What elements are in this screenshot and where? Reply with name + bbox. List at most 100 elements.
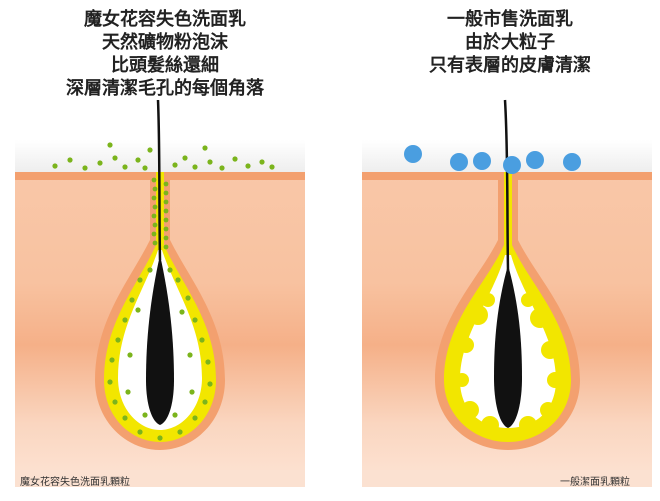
- sebum-blob: [481, 293, 495, 307]
- fine-particle: [147, 267, 153, 273]
- fine-particle: [202, 399, 208, 405]
- fine-particle: [163, 226, 169, 232]
- fine-particle: [147, 147, 153, 153]
- fine-particle: [179, 309, 185, 315]
- fine-particle: [157, 435, 163, 441]
- fine-particle: [163, 244, 169, 250]
- fine-particle: [185, 295, 191, 301]
- fine-particle: [192, 317, 198, 323]
- fine-particle: [175, 277, 181, 283]
- fine-particle: [151, 213, 157, 219]
- fine-particle: [112, 399, 118, 405]
- left-caption: 魔女花容失色洗面乳 天然礦物粉泡沫 比頭髮絲還細 深層清潔毛孔的每個角落: [20, 8, 310, 100]
- fine-particle: [182, 155, 188, 161]
- fine-particle: [122, 415, 128, 421]
- fine-particle: [122, 317, 128, 323]
- coarse-particles: [404, 145, 581, 174]
- fine-particle: [151, 177, 157, 183]
- left-skin-bottom-band: [15, 470, 305, 487]
- right-hair-root: [494, 265, 522, 428]
- right-skin-bottom-band: [362, 470, 652, 487]
- fine-particle: [137, 277, 143, 283]
- fine-particle: [82, 165, 88, 171]
- fine-particle: [163, 181, 169, 187]
- fine-particle: [163, 217, 169, 223]
- right-caption: 一般市售洗面乳 由於大粒子 只有表層的皮膚清潔: [365, 8, 655, 77]
- fine-particle: [97, 160, 103, 166]
- fine-particle: [189, 389, 195, 395]
- coarse-particle: [563, 153, 581, 171]
- sebum-blob: [455, 373, 469, 387]
- fine-particle: [163, 208, 169, 214]
- coarse-particle: [526, 151, 544, 169]
- fine-particle: [67, 157, 73, 163]
- sebum-blob: [540, 402, 556, 418]
- right-caption-line: 由於大粒子: [465, 32, 555, 53]
- fine-particle: [115, 337, 121, 343]
- fine-particle: [129, 297, 135, 303]
- fine-particle: [245, 163, 251, 169]
- fine-particle: [172, 412, 178, 418]
- fine-particle: [199, 337, 205, 343]
- sebum-blob: [481, 416, 499, 434]
- fine-particle: [152, 222, 158, 228]
- fine-particle: [259, 159, 265, 165]
- left-skin-panel: [15, 99, 305, 487]
- fine-particle: [151, 231, 157, 237]
- fine-particle: [52, 163, 58, 169]
- left-caption-line: 比頭髮絲還細: [111, 55, 219, 76]
- fine-particle: [207, 159, 213, 165]
- right-skin-panel: [362, 99, 652, 487]
- fine-particle: [269, 164, 275, 170]
- remaining-sebum: [455, 293, 563, 434]
- fine-particle: [135, 307, 141, 313]
- fine-particle: [151, 195, 157, 201]
- fine-particle: [152, 240, 158, 246]
- fine-particle: [163, 199, 169, 205]
- fine-particle: [109, 357, 115, 363]
- sebum-blob: [468, 305, 488, 325]
- left-caption-line: 深層清潔毛孔的每個角落: [66, 78, 264, 99]
- left-caption-line: 天然礦物粉泡沫: [102, 32, 228, 53]
- fine-particle: [142, 412, 148, 418]
- fine-particle: [187, 352, 193, 358]
- fine-particle: [112, 155, 118, 161]
- fine-particle: [152, 186, 158, 192]
- left-particle-label: 魔女花容失色洗面乳顆粒: [20, 477, 130, 488]
- sebum-blob: [458, 337, 474, 353]
- fine-particle: [167, 267, 173, 273]
- fine-particle: [135, 157, 141, 163]
- left-hair-shaft: [156, 99, 162, 261]
- coarse-particle: [450, 153, 468, 171]
- right-particle-label: 一般潔面乳顆粒: [560, 477, 630, 488]
- right-hair-shaft: [503, 99, 510, 271]
- fine-particle: [125, 389, 131, 395]
- fine-particle: [127, 352, 133, 358]
- sebum-blob: [541, 341, 559, 359]
- right-caption-line: 只有表層的皮膚清潔: [429, 55, 591, 76]
- coarse-particle: [473, 152, 491, 170]
- sebum-blob: [519, 416, 537, 434]
- sebum-blob: [530, 308, 550, 328]
- right-caption-line: 一般市售洗面乳: [447, 9, 573, 30]
- fine-particle: [205, 359, 211, 365]
- fine-particle: [192, 164, 198, 170]
- sebum-blob: [521, 293, 535, 307]
- coarse-particle: [503, 156, 521, 174]
- left-caption-line: 魔女花容失色洗面乳: [84, 9, 246, 30]
- sebum-blob: [547, 372, 563, 388]
- fine-particles: [52, 142, 275, 441]
- fine-particle: [232, 156, 238, 162]
- fine-particle: [172, 162, 178, 168]
- coarse-particle: [404, 145, 422, 163]
- fine-particle: [202, 145, 208, 151]
- fine-particle: [219, 165, 225, 171]
- fine-particle: [177, 429, 183, 435]
- fine-particle: [107, 142, 113, 148]
- fine-particle: [107, 379, 113, 385]
- fine-particle: [207, 381, 213, 387]
- fine-particle: [163, 190, 169, 196]
- sebum-blob: [461, 401, 479, 419]
- fine-particle: [152, 204, 158, 210]
